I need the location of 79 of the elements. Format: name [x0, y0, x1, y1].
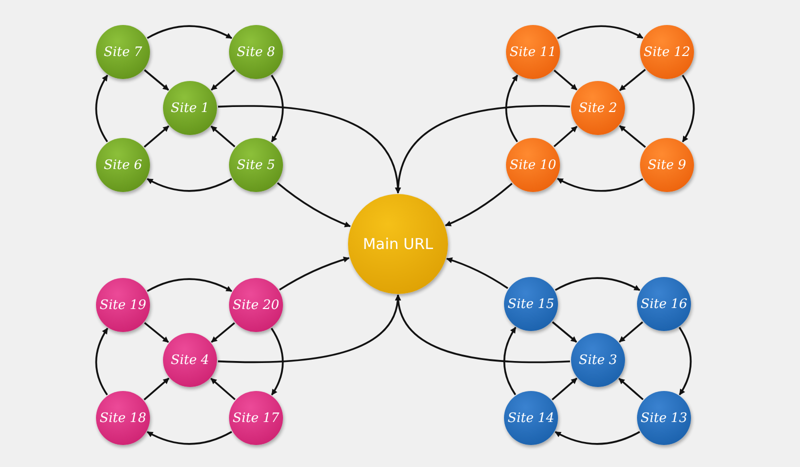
arrow: [270, 328, 284, 396]
arrow: [505, 74, 518, 142]
site-circle: [506, 138, 560, 192]
arrow: [618, 321, 644, 343]
arrow: [279, 256, 350, 291]
arrow: [95, 74, 108, 142]
arrow: [619, 68, 646, 92]
arrow: [210, 322, 236, 343]
arrow: [144, 378, 170, 400]
site-circle: [571, 81, 625, 135]
node-label: Site 9: [648, 158, 686, 172]
node-label: Site 5: [236, 158, 276, 172]
site-circle: [229, 25, 283, 79]
site-circle: [96, 138, 150, 192]
node-label: Main URL: [362, 235, 434, 253]
site-circle: [229, 391, 283, 445]
arrow: [210, 126, 236, 148]
node-label: Site 1: [170, 100, 210, 116]
node-label: Site 14: [508, 410, 554, 426]
arrow: [144, 69, 170, 91]
site-circle: [637, 391, 691, 445]
node-label: Site 7: [104, 44, 142, 60]
arrow: [554, 70, 578, 90]
node-label: Site 3: [578, 352, 618, 368]
arrow: [552, 321, 578, 343]
node-label: Site 13: [640, 410, 688, 426]
node-label: Site 4: [170, 352, 210, 368]
node-label: Site 20: [232, 298, 280, 312]
site-circle: [163, 333, 217, 387]
node-label: Site 16: [640, 296, 688, 312]
site-circle: [504, 391, 558, 445]
site-circle: [163, 81, 217, 135]
site-circle: [96, 25, 150, 79]
node-label: Site 17: [232, 410, 280, 426]
node-label: Site 19: [100, 298, 146, 312]
arrow: [144, 322, 169, 343]
node-label: Site 2: [578, 100, 618, 116]
node-label: Site 15: [508, 296, 554, 312]
arrow: [146, 178, 232, 192]
site-circle: [640, 138, 694, 192]
node-label: Site 11: [510, 44, 556, 60]
arrow: [554, 431, 640, 445]
site-circle: [640, 25, 694, 79]
site-circle: [229, 138, 283, 192]
arrow: [554, 277, 640, 291]
arrow: [270, 74, 284, 142]
arrow: [446, 257, 508, 290]
site-circle: [96, 391, 150, 445]
arrow: [444, 182, 513, 226]
arrow: [552, 378, 578, 400]
arrow: [146, 25, 232, 39]
site-circle: [229, 278, 283, 332]
site-circle: [96, 278, 150, 332]
arrow: [503, 326, 516, 396]
node-label: Site 12: [644, 44, 690, 60]
site-circle: [506, 25, 560, 79]
site-circle: [571, 333, 625, 387]
arrow: [396, 294, 570, 364]
arrow: [210, 378, 236, 400]
site-circle: [637, 277, 691, 331]
arrow: [395, 104, 570, 194]
arrow: [210, 69, 236, 91]
arrow: [678, 326, 692, 396]
arrow: [554, 126, 578, 148]
node-label: Site 6: [104, 158, 142, 172]
node-label: Site 10: [510, 158, 556, 172]
arrow: [146, 278, 232, 292]
arrow: [95, 328, 108, 396]
arrow: [144, 125, 170, 148]
site-circle: [504, 277, 558, 331]
arrow: [556, 178, 644, 192]
arrow: [276, 182, 351, 228]
arrow: [557, 25, 644, 40]
arrow: [146, 431, 232, 445]
node-label: Site 8: [236, 44, 276, 60]
node-label: Site 18: [100, 410, 146, 426]
arrow: [682, 74, 695, 142]
arrow: [619, 125, 646, 148]
arrow: [618, 378, 644, 400]
